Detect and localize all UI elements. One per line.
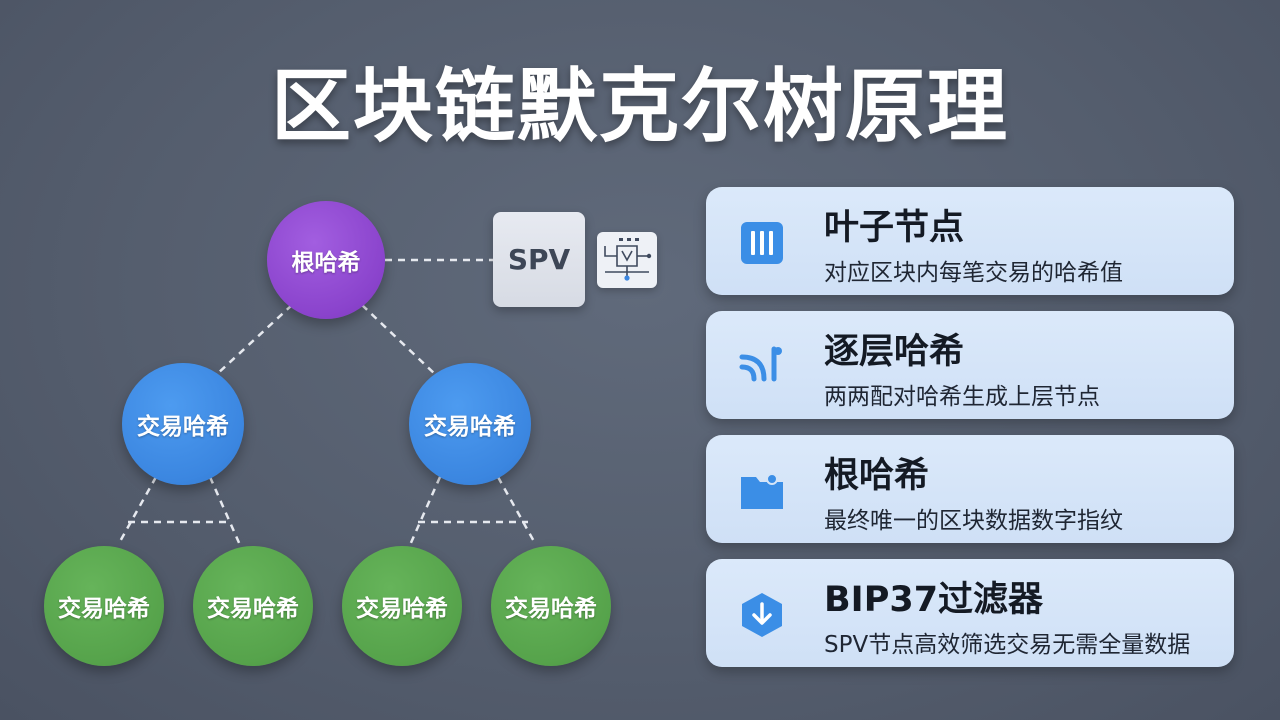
card-title: 叶子节点 <box>824 208 965 248</box>
diagram-icon <box>597 232 657 288</box>
card-title: 根哈希 <box>824 456 930 496</box>
leaf-node-4: 交易哈希 <box>491 546 611 666</box>
card-bip37-filter: BIP37过滤器 SPV节点高效筛选交易无需全量数据 <box>706 559 1234 667</box>
intermediate-node-left: 交易哈希 <box>122 363 244 485</box>
connector-root-right <box>361 304 437 376</box>
card-desc: 最终唯一的区块数据数字指纹 <box>824 508 1123 534</box>
connector-midleft-leaf1 <box>116 476 158 546</box>
connector-root-left <box>215 304 293 376</box>
card-leaf-nodes: 叶子节点 对应区块内每笔交易的哈希值 <box>706 187 1234 295</box>
leaf-node-2: 交易哈希 <box>193 546 313 666</box>
connector-midright-leaf3 <box>408 476 442 546</box>
card-title: 逐层哈希 <box>824 332 965 372</box>
card-title: BIP37过滤器 <box>824 580 1044 620</box>
card-layered-hash: 逐层哈希 两两配对哈希生成上层节点 <box>706 311 1234 419</box>
columns-icon <box>738 219 786 267</box>
root-hash-label: 根哈希 <box>291 250 361 276</box>
page-title: 区块链默克尔树原理 <box>271 60 1009 153</box>
intermediate-node-label: 交易哈希 <box>137 414 229 440</box>
spv-box: SPV <box>493 212 585 307</box>
card-desc: SPV节点高效筛选交易无需全量数据 <box>824 632 1191 658</box>
spv-label: SPV <box>507 243 571 276</box>
leaf-node-label: 交易哈希 <box>356 596 448 622</box>
intermediate-node-right: 交易哈希 <box>409 363 531 485</box>
leaf-node-label: 交易哈希 <box>207 596 299 622</box>
intermediate-node-label: 交易哈希 <box>424 414 516 440</box>
shield-download-icon <box>738 591 786 639</box>
root-hash-node: 根哈希 <box>267 201 385 319</box>
card-desc: 对应区块内每笔交易的哈希值 <box>824 260 1123 286</box>
folder-icon <box>738 467 786 515</box>
connector-midright-leaf4 <box>496 476 538 546</box>
leaf-node-3: 交易哈希 <box>342 546 462 666</box>
leaf-node-label: 交易哈希 <box>505 596 597 622</box>
card-desc: 两两配对哈希生成上层节点 <box>824 384 1100 410</box>
tree-connectors <box>116 258 538 546</box>
leaf-node-1: 交易哈希 <box>44 546 164 666</box>
card-root-hash: 根哈希 最终唯一的区块数据数字指纹 <box>706 435 1234 543</box>
connector-midleft-leaf2 <box>208 476 242 546</box>
leaf-node-label: 交易哈希 <box>58 596 150 622</box>
signal-icon <box>738 343 786 391</box>
